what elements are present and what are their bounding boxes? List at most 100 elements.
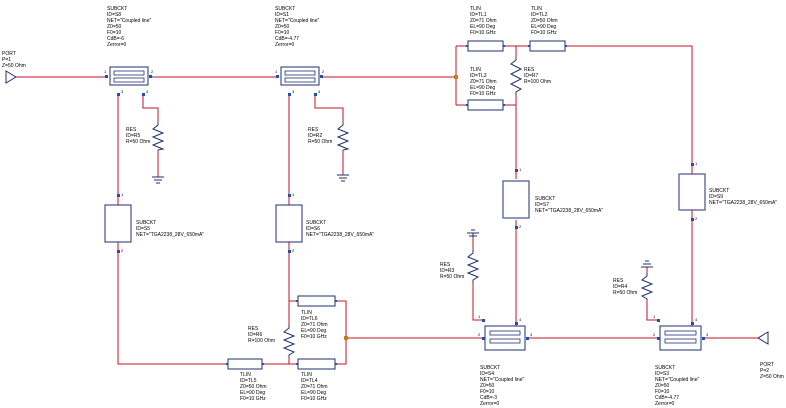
wire-s8-r5 — [142, 95, 159, 122]
subckt-s6-pin — [288, 194, 291, 197]
res-r2[interactable]: RES ID=R2 R=50 Ohm — [308, 122, 350, 151]
tlin-tl3-pin — [503, 104, 505, 106]
subckt-s9[interactable]: 1 2 SUBCKT ID=S9 NET="TGA2238_28V_650mA" — [678, 161, 777, 221]
res-r3-label: ID=R3 — [440, 268, 455, 274]
tlin-tl1-pin — [466, 45, 468, 47]
tlin-tl6-body — [297, 295, 336, 307]
subckt-s3-pin-number: 3 — [706, 332, 709, 337]
res-r6-label: RES — [248, 326, 259, 332]
res-r7-label: ID=R7 — [524, 73, 539, 79]
tlin-tl2-label: ID=TL2 — [531, 12, 548, 18]
tlin-tl5-label: TLIN — [240, 372, 251, 378]
subckt-s3-pin — [691, 322, 694, 325]
tlin-tl5[interactable]: TLIN ID=TL5 Z0=50 Ohm EL=90 Deg F0=10 GH… — [226, 358, 267, 402]
res-r4[interactable]: RES ID=R4 R=50 Ohm — [613, 273, 654, 300]
tlin-tl3[interactable]: TLIN ID=TL3 Z0=71 Ohm EL=90 Deg F0=10 GH… — [466, 67, 505, 111]
tlin-tl6-label: TLIN — [301, 310, 312, 316]
tlin-tl2-pin — [528, 45, 530, 47]
subckt-s3-label: CdB=-4.77 — [655, 395, 679, 401]
subckt-s4-label: F0=10 — [480, 389, 495, 395]
subckt-s8-label: NET="Coupled line" — [107, 18, 151, 24]
subckt-s4[interactable]: 1 2 3 4 SUBCKT ID=S4 NET="Coupled line" … — [478, 314, 533, 407]
subckt-s1-line-bottom — [284, 77, 316, 83]
subckt-s8[interactable]: 1 2 3 4 SUBCKT ID=S8 NET="Coupled line" … — [104, 6, 154, 96]
subckt-s1-pin — [320, 75, 323, 78]
port-2-label-0: PORT — [760, 362, 774, 368]
subckt-s6[interactable]: 1 2 SUBCKT ID=S6 NET="TGA2238_28V_650mA" — [275, 192, 374, 253]
subckt-s4-body — [484, 325, 526, 351]
tlin-tl4-label: EL=90 Deg — [301, 390, 326, 396]
subckt-s1[interactable]: 1 2 3 4 SUBCKT ID=S1 NET="Coupled line" … — [275, 6, 325, 96]
res-r5-label: RES — [126, 127, 137, 133]
tlin-tl2-label: Z0=50 Ohm — [531, 18, 558, 24]
subckt-s5-label: NET="TGA2238_28V_650mA" — [136, 232, 204, 238]
tlin-tl4-label: TLIN — [301, 372, 312, 378]
subckt-s7-label: NET="TGA2238_28V_650mA" — [535, 208, 603, 214]
tlin-tl1-label: Z0=71 Ohm — [470, 18, 497, 24]
tlin-tl1-label: EL=90 Deg — [470, 24, 495, 30]
subckt-s4-pin — [515, 322, 518, 325]
subckt-s8-label: ID=S8 — [107, 12, 121, 18]
subckt-s4-line-bottom — [489, 338, 521, 344]
subckt-s5[interactable]: 1 2 SUBCKT ID=S5 NET="TGA2238_28V_650mA" — [104, 192, 204, 253]
subckt-s6-label: ID=S6 — [306, 226, 320, 232]
tlin-tl2[interactable]: TLIN ID=TL2 Z0=50 Ohm EL=90 Deg F0=10 GH… — [528, 6, 567, 52]
res-r6-label: ID=R6 — [248, 332, 263, 338]
tlin-tl4-label: Z0=71 Ohm — [301, 384, 328, 390]
tlin-tl1[interactable]: TLIN ID=TL1 Z0=71 Ohm EL=90 Deg F0=10 GH… — [466, 6, 505, 52]
subckt-s8-line-bottom — [113, 77, 145, 83]
subckt-s4-pin — [482, 337, 485, 340]
ground-symbol — [152, 176, 164, 184]
port-1-label-0: PORT — [2, 51, 16, 57]
tlin-tl3-body — [467, 99, 504, 111]
tlin-tl1-label: ID=TL1 — [470, 12, 487, 18]
tlin-tl6[interactable]: TLIN ID=TL6 Z0=71 Ohm EL=90 Deg F0=10 GH… — [296, 295, 337, 340]
subckt-s7-pin-number: 1 — [519, 167, 522, 172]
port-1-label-1: P=1 — [2, 57, 11, 63]
tlin-tl3-label: TLIN — [470, 67, 481, 73]
subckt-s9-label: ID=S9 — [709, 194, 723, 200]
tlin-tl3-pin — [466, 104, 468, 106]
subckt-s1-label: CdB=-4.77 — [275, 36, 299, 42]
subckt-s8-pin-number: 1 — [104, 69, 107, 74]
subckt-s1-label: Z0=50 — [275, 24, 290, 30]
res-r3-zigzag — [466, 250, 480, 283]
port-1[interactable]: PORT P=1 Z=50 Ohm — [2, 51, 26, 84]
res-r2-label: ID=R2 — [308, 133, 323, 139]
subckt-s9-pin-number: 2 — [695, 216, 698, 221]
subckt-s6-body — [275, 204, 303, 243]
subckt-s9-body — [678, 173, 706, 211]
res-r7-zigzag — [509, 57, 523, 95]
res-r3[interactable]: RES ID=R3 R=50 Ohm — [440, 250, 480, 283]
subckt-s6-pin-number: 1 — [292, 192, 295, 197]
tlin-tl4[interactable]: TLIN ID=TL4 Z0=71 Ohm EL=90 Deg F0=10 GH… — [296, 358, 337, 402]
tlin-tl2-label: EL=90 Deg — [531, 24, 556, 30]
tlin-tl4-body — [297, 358, 336, 370]
subckt-s8-label: SUBCKT — [107, 6, 127, 12]
port-2-label-2: Z=50 Ohm — [760, 374, 784, 380]
port-2[interactable]: PORT P=2 Z=50 Ohm — [757, 331, 784, 380]
res-r7[interactable]: RES ID=R7 R=100 Ohm — [509, 57, 551, 95]
subckt-s8-labels: SUBCKT ID=S8 NET="Coupled line" Z0=50 F0… — [107, 6, 151, 48]
res-r6[interactable]: RES ID=R6 R=100 Ohm — [248, 325, 296, 357]
tlin-tl3-label: Z0=71 Ohm — [470, 79, 497, 85]
subckt-s7[interactable]: 1 2 SUBCKT ID=S7 NET="TGA2238_28V_650mA" — [502, 167, 603, 229]
subckt-s1-pin-number: 1 — [275, 69, 278, 74]
tlin-tl2-label: F0=10 GHz — [531, 30, 557, 36]
subckt-s1-pin — [276, 75, 279, 78]
subckt-s6-label: SUBCKT — [306, 220, 326, 226]
subckt-s5-label: ID=S5 — [136, 226, 150, 232]
subckt-s4-label: ID=S4 — [480, 371, 494, 377]
res-r7-label: RES — [524, 67, 535, 73]
tlin-tl6-label: EL=90 Deg — [301, 328, 326, 334]
subckt-s4-line-top — [489, 330, 521, 336]
res-r2-label: RES — [308, 127, 319, 133]
subckt-s6-pin — [288, 250, 291, 253]
res-r5[interactable]: RES ID=R5 R=50 Ohm — [126, 122, 165, 151]
subckt-s3-label: SUBCKT — [655, 365, 675, 371]
tlin-tl5-pin — [262, 363, 264, 365]
subckt-s1-label: SUBCKT — [275, 6, 295, 12]
subckt-s3[interactable]: 1 2 3 4 SUBCKT ID=S3 NET="Coupled line" … — [653, 314, 709, 407]
port-1-symbol — [5, 70, 17, 84]
tlin-tl3-label: F0=10 GHz — [470, 91, 496, 97]
